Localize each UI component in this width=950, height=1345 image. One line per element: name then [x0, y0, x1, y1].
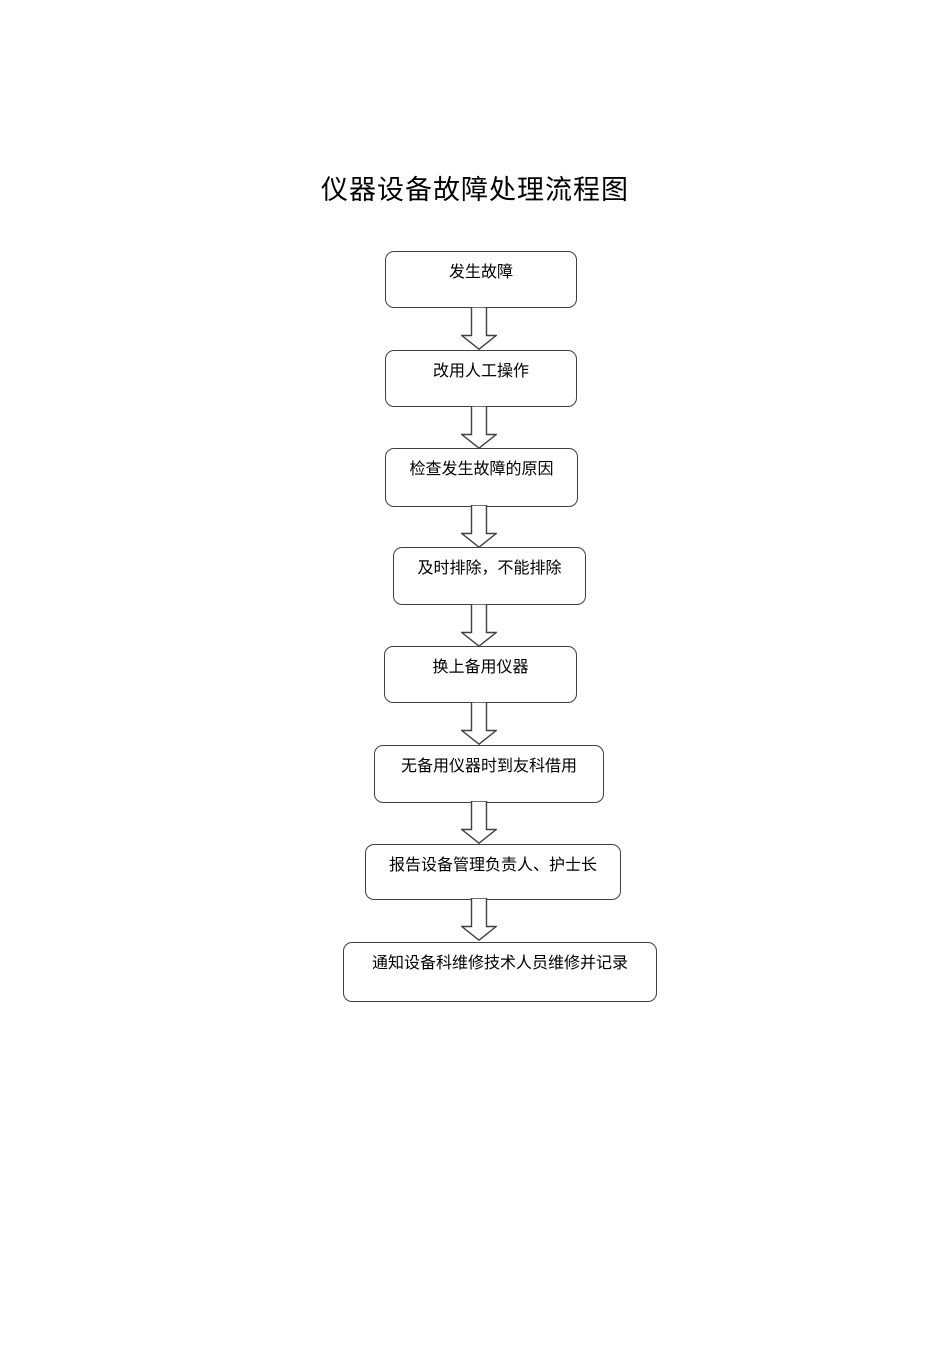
flow-step-label: 检查发生故障的原因: [409, 459, 554, 478]
down-arrow-icon: [461, 604, 497, 647]
flow-step-label: 报告设备管理负责人、护士长: [388, 855, 597, 874]
flow-step-report-manager: 报告设备管理负责人、护士长: [365, 844, 621, 900]
flow-step-failure-occurs: 发生故障: [385, 251, 577, 308]
flow-step-label: 无备用仪器时到友科借用: [400, 756, 577, 775]
flow-step-check-cause: 检查发生故障的原因: [385, 448, 578, 507]
flow-step-label: 换上备用仪器: [432, 657, 529, 676]
down-arrow-icon: [461, 505, 497, 548]
flow-step-manual-operation: 改用人工操作: [385, 350, 577, 407]
down-arrow-icon: [461, 702, 497, 745]
down-arrow-icon: [461, 406, 497, 449]
flow-step-resolve-or-not: 及时排除，不能排除: [393, 547, 586, 605]
flow-step-notify-repair-record: 通知设备科维修技术人员维修并记录: [343, 942, 657, 1002]
flow-step-use-backup: 换上备用仪器: [384, 646, 577, 703]
flow-step-borrow-instrument: 无备用仪器时到友科借用: [374, 745, 604, 803]
flow-step-label: 改用人工操作: [432, 361, 529, 380]
flow-step-label: 发生故障: [448, 262, 513, 281]
down-arrow-icon: [461, 307, 497, 350]
flow-step-label: 及时排除，不能排除: [417, 558, 562, 577]
down-arrow-icon: [461, 801, 497, 844]
flow-step-label: 通知设备科维修技术人员维修并记录: [371, 953, 628, 972]
down-arrow-icon: [461, 898, 497, 941]
page-title: 仪器设备故障处理流程图: [321, 175, 629, 206]
